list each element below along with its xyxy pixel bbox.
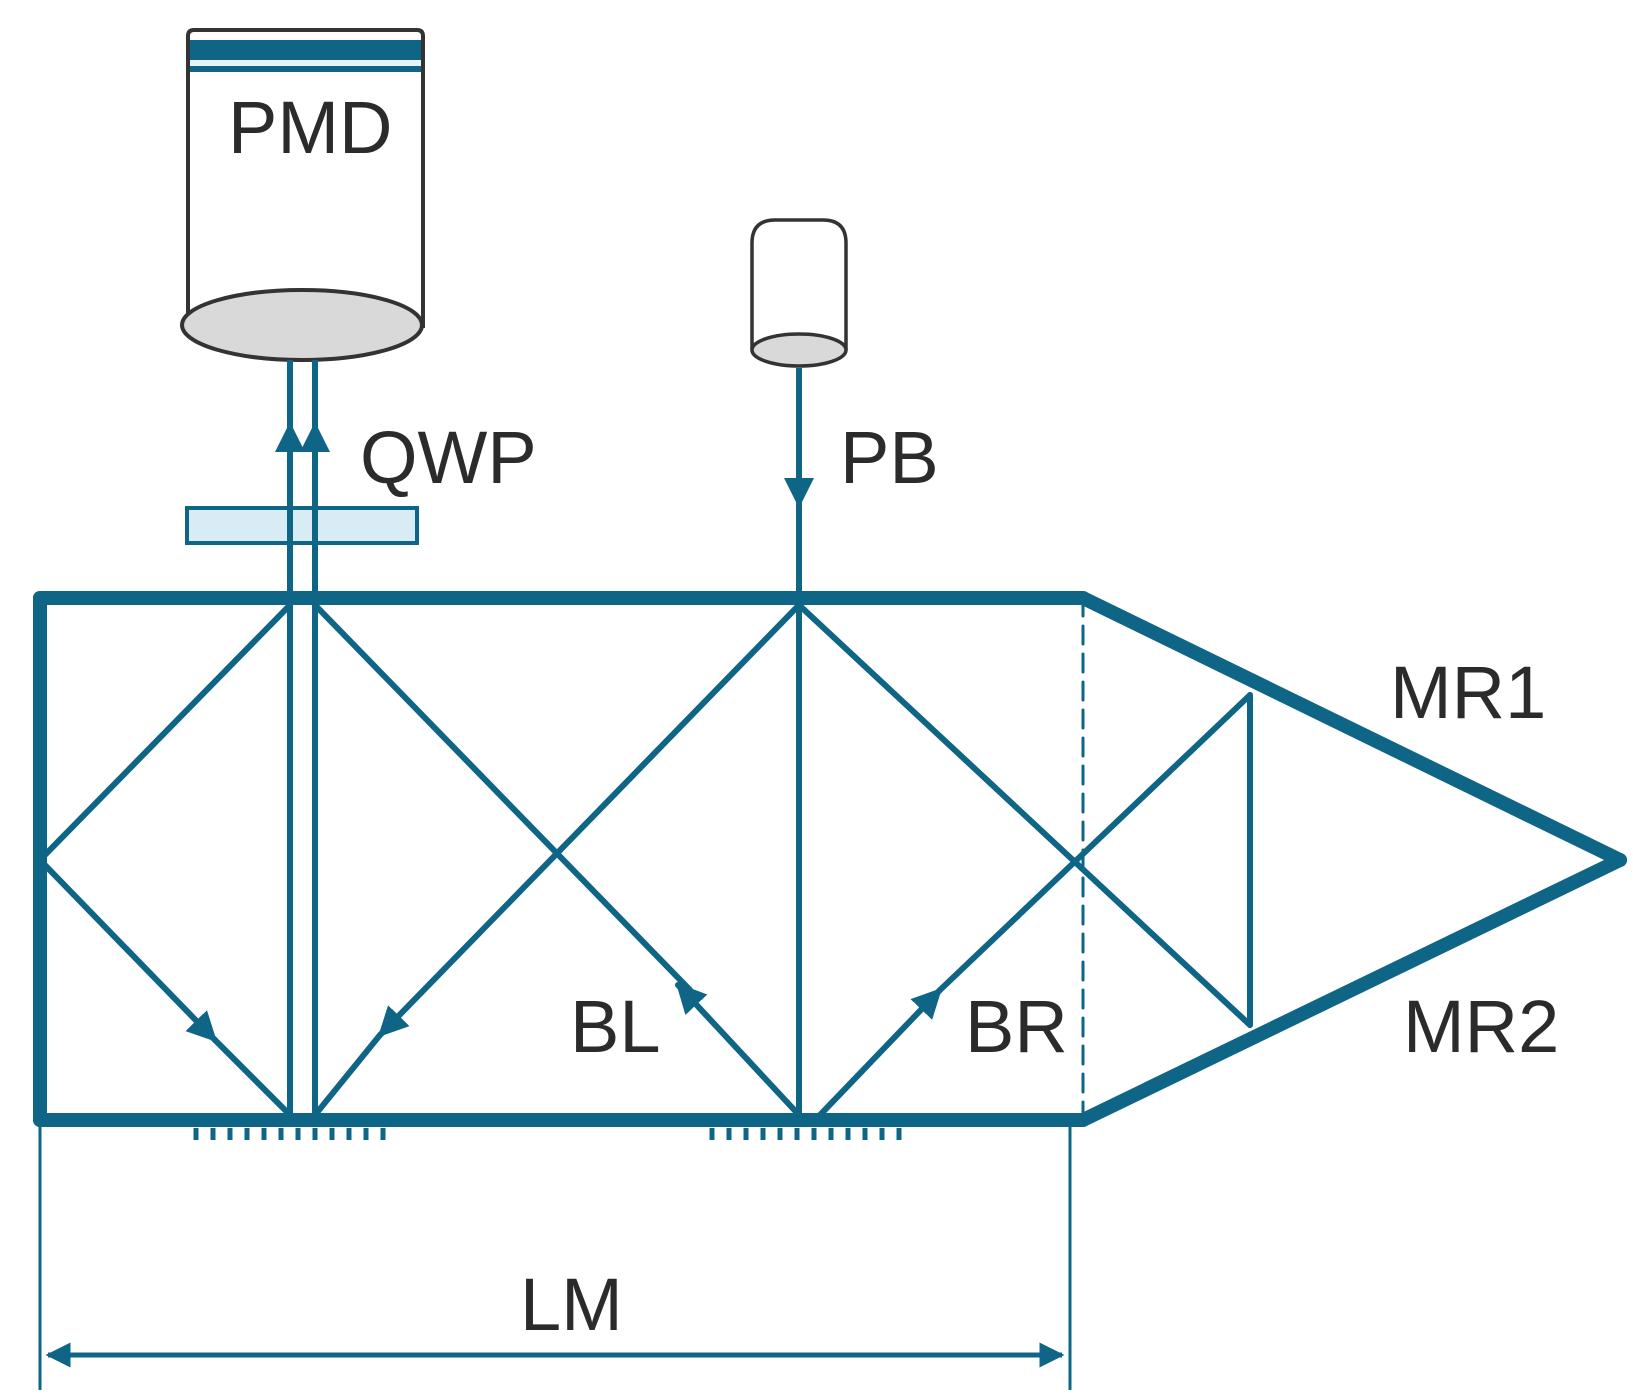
probe-source xyxy=(750,218,848,368)
lm-dimension xyxy=(38,1125,1072,1390)
qwp-label: QWP xyxy=(360,416,537,499)
probe-source-body xyxy=(750,218,848,350)
grating-left xyxy=(193,1128,386,1140)
beam-left-down xyxy=(37,857,218,1043)
pmd-label: PMD xyxy=(228,86,392,169)
beam-mid-up-1 xyxy=(377,602,802,1038)
bl-label: BL xyxy=(570,985,661,1068)
beam-mid-down-1 xyxy=(312,602,693,993)
pmd-body xyxy=(186,28,425,328)
br-label: BR xyxy=(965,985,1068,1068)
output-beams xyxy=(275,360,330,1115)
pmd-lens xyxy=(180,288,424,362)
mirror-frame xyxy=(33,591,1627,1127)
pmd-top-stripe-dark xyxy=(190,40,421,60)
lm-label: LM xyxy=(520,1263,623,1346)
probe-source-lens xyxy=(750,332,848,368)
beam-left-up xyxy=(37,602,293,863)
mr2-mirror xyxy=(1076,853,1627,1127)
beam-mid-up-1-tail xyxy=(312,1032,383,1118)
mr2-label: MR2 xyxy=(1403,985,1559,1068)
mr1-label: MR1 xyxy=(1390,651,1546,734)
beam-br-tail xyxy=(937,692,1253,993)
pmd-top-stripe-thin xyxy=(190,66,421,72)
pmd-top-stripe-light xyxy=(190,60,421,66)
beam-paths xyxy=(37,602,1253,1118)
pmd-detector: PMD xyxy=(180,28,425,362)
beam-right-down xyxy=(796,602,1253,1028)
mr1-mirror xyxy=(1076,591,1627,867)
grating-right xyxy=(709,1128,902,1140)
beam-bl-arrow xyxy=(675,982,802,1118)
beam-br-arrow xyxy=(817,987,943,1118)
pb-label: PB xyxy=(840,416,939,499)
beam-left-down-tail xyxy=(212,1037,293,1118)
qwp-plate xyxy=(185,506,419,545)
